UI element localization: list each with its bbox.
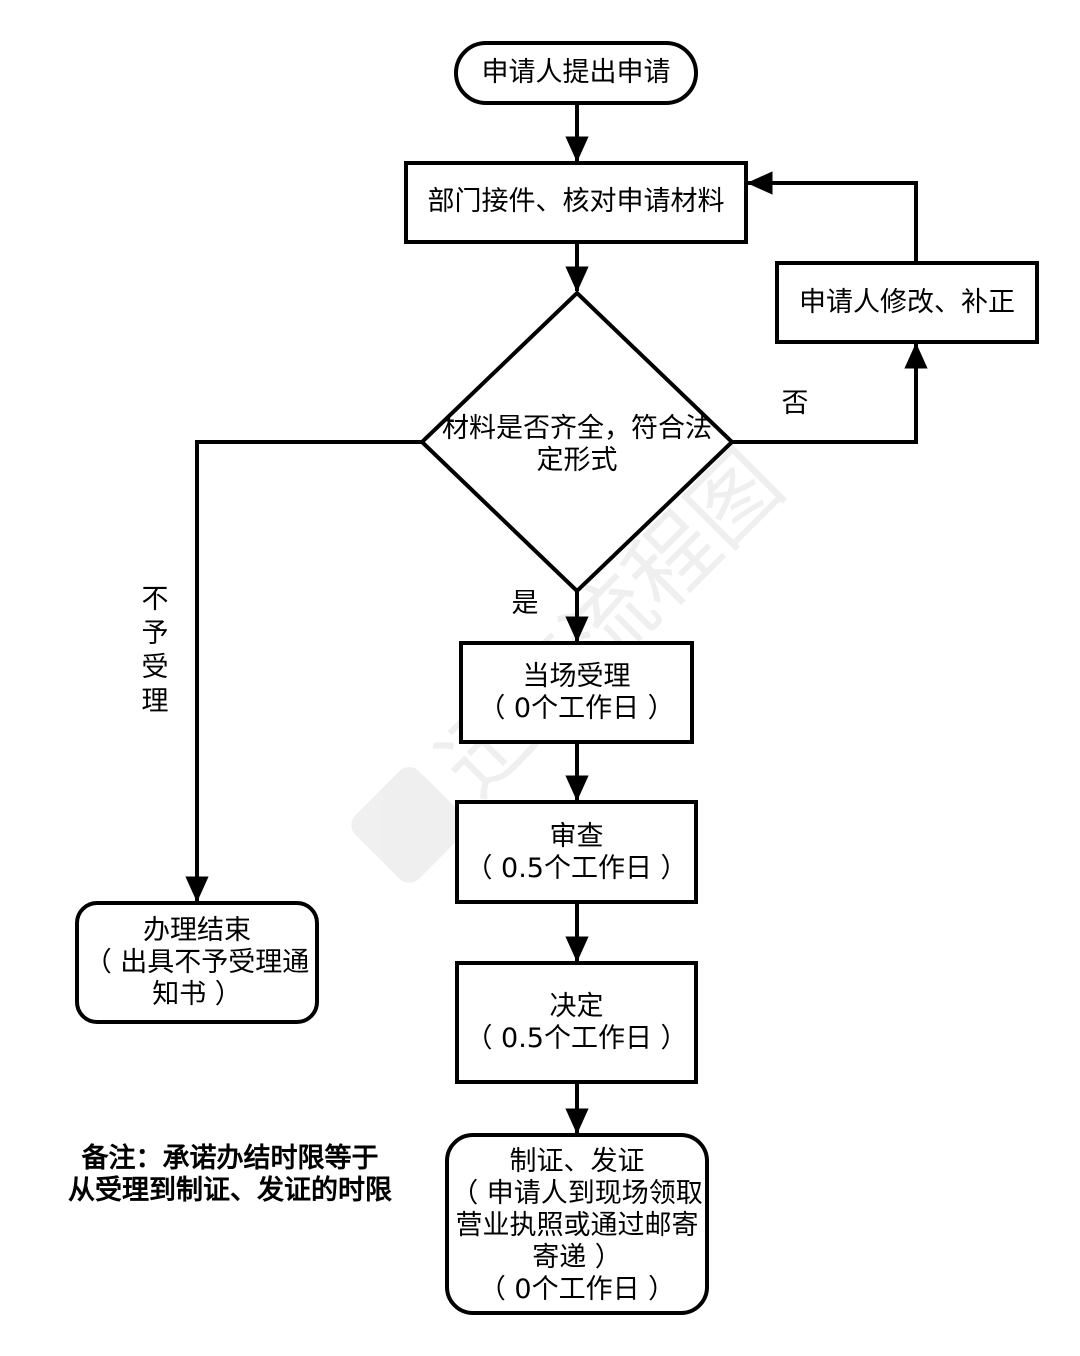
revise-node-label: 申请人修改、补正: [799, 287, 1015, 318]
review-node-duration: （ 0.5个工作日 ）: [465, 853, 688, 884]
accept-node-title: 当场受理: [522, 661, 631, 692]
watermark-logo-icon: [351, 767, 468, 883]
edge-label-reject: 不 予 受 理: [130, 583, 180, 719]
end-reject-node-shape: [75, 901, 319, 1024]
decide-node-shape: [455, 961, 698, 1084]
receive-node-shape: [404, 161, 748, 244]
issue-node-title: 制证、发证: [509, 1146, 645, 1177]
edge-decision-to-revise: [732, 342, 928, 444]
decision-node-label-line-1: 材料是否齐全，符合法: [442, 413, 712, 444]
decision-node: 材料是否齐全，符合法 定形式: [412, 413, 742, 477]
edge-label-reject-char-4: 理: [141, 686, 169, 717]
edge-revise-to-receive: [746, 171, 918, 263]
accept-node: 当场受理 （ 0个工作日 ）: [461, 661, 692, 725]
footnote: 备注：承诺办结时限等于 从受理到制证、发证的时限: [40, 1143, 420, 1207]
edge-label-yes: 是: [500, 588, 550, 620]
issue-node-detail-line-3: 寄递 ）: [532, 1242, 622, 1273]
edge-label-yes-text: 是: [511, 588, 539, 619]
issue-node-detail-line-2: 营业执照或通过邮寄: [455, 1210, 699, 1241]
decide-node-title: 决定: [549, 991, 604, 1022]
receive-node-label: 部门接件、核对申请材料: [427, 186, 725, 217]
decision-node-label-line-2: 定形式: [536, 445, 618, 476]
issue-node-duration: （ 0个工作日 ）: [478, 1274, 676, 1305]
edge-label-no-text: 否: [781, 388, 809, 419]
review-node-title: 审查: [549, 821, 604, 852]
revise-node-shape: [775, 261, 1039, 344]
review-node: 审查 （ 0.5个工作日 ）: [457, 821, 696, 885]
issue-node-shape: [445, 1133, 709, 1315]
edge-label-reject-char-1: 不: [141, 584, 169, 615]
receive-node: 部门接件、核对申请材料: [406, 186, 746, 218]
accept-node-duration: （ 0个工作日 ）: [478, 693, 675, 724]
start-node: 申请人提出申请: [456, 57, 696, 89]
footnote-line-2: 从受理到制证、发证的时限: [68, 1175, 392, 1206]
edge-label-no: 否: [770, 388, 820, 420]
issue-node: 制证、发证 （ 申请人到现场领取 营业执照或通过邮寄 寄递 ） （ 0个工作日 …: [447, 1146, 707, 1306]
end-reject-node-detail-line-2: 知书 ）: [152, 979, 242, 1010]
end-reject-node: 办理结束 （ 出具不予受理通 知书 ）: [77, 915, 317, 1011]
edge-label-reject-char-2: 予: [141, 618, 169, 649]
decide-node: 决定 （ 0.5个工作日 ）: [457, 991, 696, 1055]
review-node-shape: [455, 800, 698, 904]
edge-label-reject-char-3: 受: [141, 652, 169, 683]
edge-decision-to-end-reject: [185, 440, 422, 903]
footnote-line-1: 备注：承诺办结时限等于: [81, 1143, 379, 1174]
revise-node: 申请人修改、补正: [777, 287, 1037, 319]
start-node-label: 申请人提出申请: [481, 57, 671, 88]
issue-node-detail-line-1: （ 申请人到现场领取: [451, 1178, 703, 1209]
end-reject-node-title: 办理结束: [143, 915, 251, 946]
end-reject-node-detail-line-1: （ 出具不予受理通: [84, 947, 310, 978]
decide-node-duration: （ 0.5个工作日 ）: [465, 1023, 688, 1054]
